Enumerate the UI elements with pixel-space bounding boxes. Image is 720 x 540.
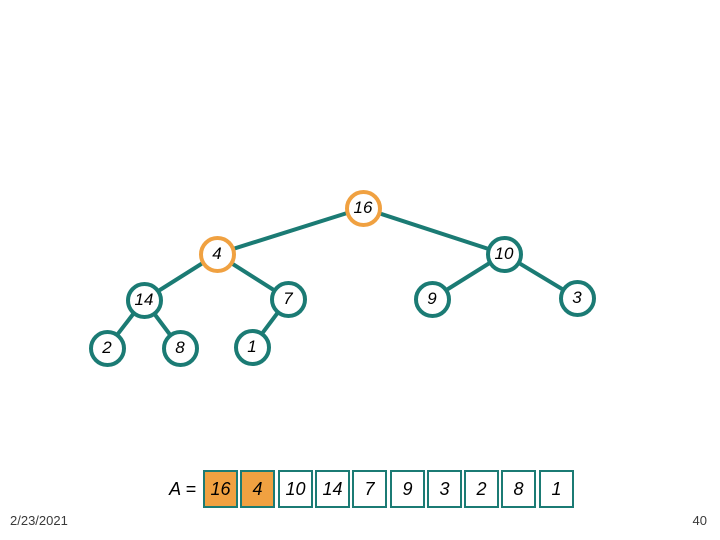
tree-node-10: 10 bbox=[485, 235, 523, 273]
array-cell-5: 9 bbox=[390, 470, 425, 508]
array-cell-1: 4 bbox=[240, 470, 275, 508]
tree-node-9: 9 bbox=[413, 280, 451, 318]
tree-node-2: 2 bbox=[88, 329, 126, 367]
array-label: A = bbox=[169, 479, 196, 499]
array-cell-3: 14 bbox=[315, 470, 350, 508]
array-cell-4: 7 bbox=[352, 470, 387, 508]
array-cell-2: 10 bbox=[278, 470, 313, 508]
tree-node-4: 4 bbox=[198, 235, 236, 273]
array-cell-7: 2 bbox=[464, 470, 499, 508]
tree-node-16: 16 bbox=[344, 189, 382, 227]
array-cell-0: 16 bbox=[203, 470, 238, 508]
tree-node-8: 8 bbox=[161, 329, 199, 367]
footer-date: 2/23/2021 bbox=[10, 513, 68, 528]
tree-edge-16-10 bbox=[361, 206, 506, 256]
array-cell-6: 3 bbox=[427, 470, 462, 508]
array-cell-8: 8 bbox=[501, 470, 536, 508]
tree-node-14: 14 bbox=[125, 281, 163, 319]
page-number: 40 bbox=[692, 513, 707, 528]
tree-edge-16-4 bbox=[215, 206, 365, 256]
tree-node-1: 1 bbox=[233, 328, 271, 366]
array-cell-9: 1 bbox=[539, 470, 574, 508]
tree-node-3: 3 bbox=[558, 279, 596, 317]
tree-node-7: 7 bbox=[269, 280, 307, 318]
